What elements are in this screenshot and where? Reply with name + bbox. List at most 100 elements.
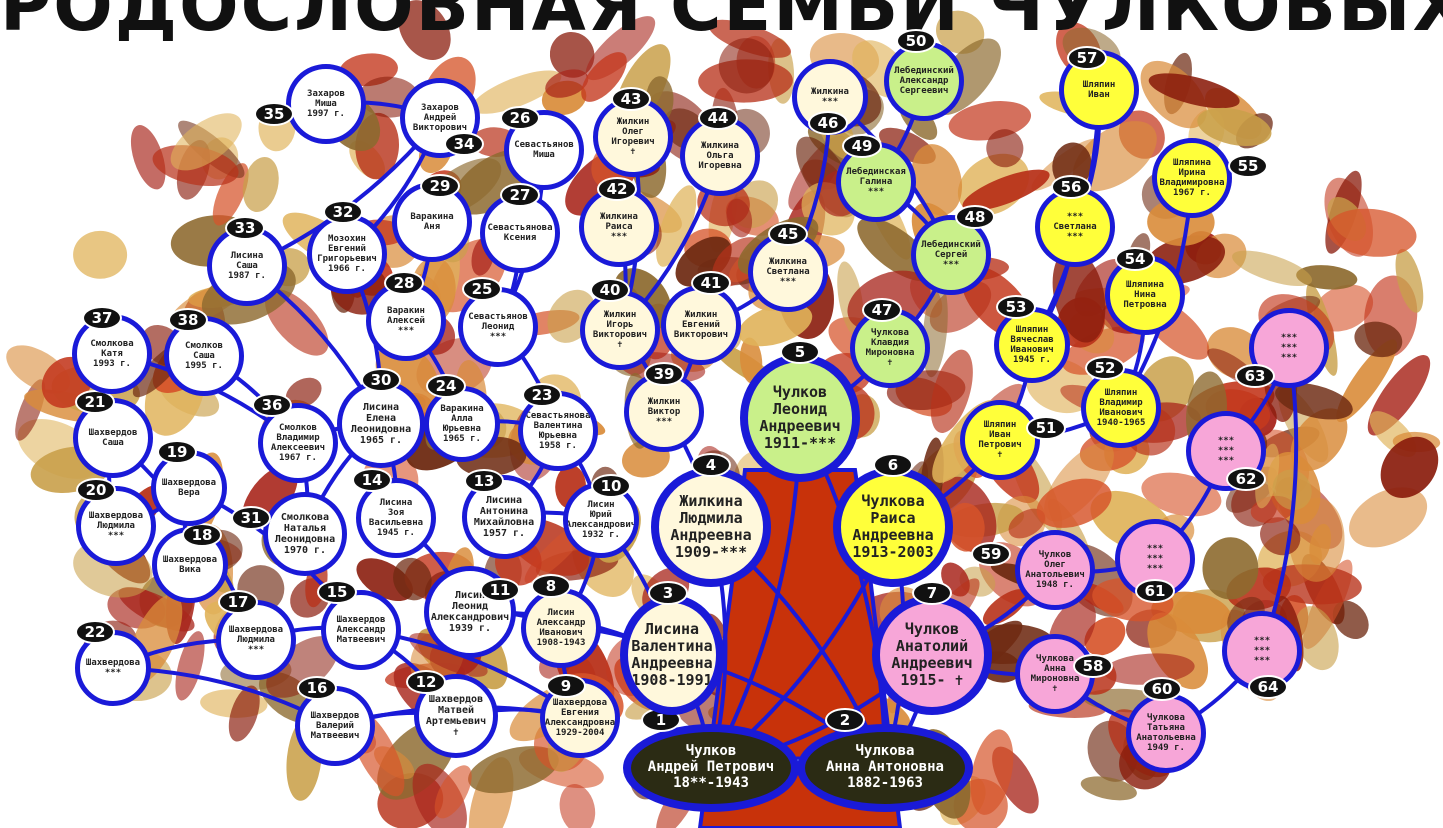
person-text-line: Вера (178, 488, 200, 498)
person-text-line: Чулкова (855, 743, 915, 760)
leaf (1084, 617, 1126, 656)
person-text-line: *** (247, 645, 265, 656)
leaf (266, 636, 339, 698)
person-text-line: *** (821, 97, 839, 107)
person-text-line: Чулков (685, 743, 737, 760)
person-text-line: Людмила (237, 634, 275, 645)
person-text-line: ✝ (617, 340, 623, 351)
person-text-line: Виктор (647, 406, 681, 417)
person-text-line: Татьяна (1147, 722, 1185, 733)
person-text-line: Варакин (387, 305, 425, 316)
leaf (545, 69, 589, 98)
person-number-badge: 7 (912, 581, 952, 605)
person-text-line: 1997 г. (307, 109, 345, 120)
person-text-line: Светлана (1053, 221, 1097, 232)
person-text-line: Жилкина (811, 86, 849, 97)
person-text-line: Светлана (766, 266, 810, 277)
leaf (285, 377, 322, 409)
person-number-badge: 8 (531, 574, 571, 598)
person-text-line: Леонидовна (350, 424, 412, 435)
leaf (212, 163, 249, 226)
person-number-badge: 10 (591, 474, 631, 498)
person-number-badge: 9 (546, 674, 586, 698)
person-text-line: 1913-2003 (852, 542, 934, 561)
person-text-line: Валентина (533, 420, 583, 431)
person-text-line: *** (1253, 635, 1271, 646)
person-text-line: *** (1253, 645, 1271, 656)
person-node: ***Светлана*** (1035, 187, 1115, 267)
person-text-line: Алла (451, 413, 473, 424)
person-text-line: Вячеслав (1010, 334, 1054, 345)
leaf (1326, 208, 1417, 257)
person-number-badge: 11 (480, 578, 520, 602)
person-text-line: Наталья (283, 522, 327, 534)
person-text-line: Севастьянова (525, 410, 591, 421)
person-text-line: Ирина (1178, 167, 1206, 178)
leaf (930, 349, 973, 433)
person-number-badge: 54 (1115, 247, 1155, 271)
leaf (471, 70, 562, 114)
leaf (1354, 321, 1403, 358)
person-text-line: Анатольевна (1136, 733, 1196, 743)
person-number-badge: 43 (611, 87, 651, 111)
person-text-line: Захаров (421, 102, 459, 113)
person-text-line: Чулкова (1147, 712, 1185, 723)
person-text-line: Юрий (590, 509, 612, 520)
person-text-line: Шахвердова (88, 510, 144, 521)
person-text-line: Шахвердова (162, 554, 218, 565)
person-number-badge: 51 (1026, 416, 1066, 440)
person-text-line: *** (655, 417, 673, 428)
person-text-line: *** (1280, 353, 1298, 364)
person-text-line: Шахвердова (85, 657, 141, 668)
person-number-badge: 18 (182, 523, 222, 547)
person-text-line: *** (489, 332, 507, 343)
person-text-line: 1940-1965 (1096, 418, 1146, 429)
person-text-line: Саша (236, 260, 258, 271)
person-number-badge: 56 (1051, 175, 1091, 199)
person-text-line: Лебединский (894, 65, 954, 76)
person-number-badge: 49 (842, 134, 882, 158)
page-title: РОДОСЛОВНАЯ СЕМЬИ ЧУЛКОВЫХ (0, 0, 1443, 47)
person-number-badge: 57 (1067, 46, 1107, 70)
person-text-line: 1911-*** (763, 433, 837, 452)
person-text-line: Евгения (561, 707, 599, 718)
person-text-line: *** (1253, 656, 1271, 667)
leaf (970, 729, 1014, 815)
person-text-line: 1995 г. (185, 361, 223, 372)
person-text-line: Катя (101, 348, 123, 359)
person-text-line: 1915- ✝ (900, 670, 964, 689)
person-text-line: *** (1280, 342, 1298, 353)
leaf (1294, 606, 1339, 671)
person-text-line: ✝ (1052, 684, 1058, 695)
leaf (1232, 250, 1313, 287)
person-text-line: Людмила (97, 520, 135, 531)
person-text-line: Севастьянов (468, 311, 528, 322)
person-text-line: Михайловна (473, 517, 535, 528)
person-text-line: Севастьянова (487, 222, 553, 233)
person-number-badge: 29 (420, 174, 460, 198)
person-text-line: Шляпин (1104, 387, 1138, 398)
leaf (130, 125, 166, 190)
leaf (1296, 265, 1358, 290)
person-number-badge: 26 (500, 106, 540, 130)
person-text-line: Саша (102, 438, 124, 448)
person-text-line: Раиса (605, 221, 633, 232)
person-number-badge: 32 (323, 200, 363, 224)
person-number-badge: 48 (955, 205, 995, 229)
person-text-line: Владимир (1099, 397, 1143, 408)
person-text-line: Иван (989, 429, 1011, 440)
leaf (398, 0, 451, 60)
person-text-line: Лисина (644, 620, 700, 639)
